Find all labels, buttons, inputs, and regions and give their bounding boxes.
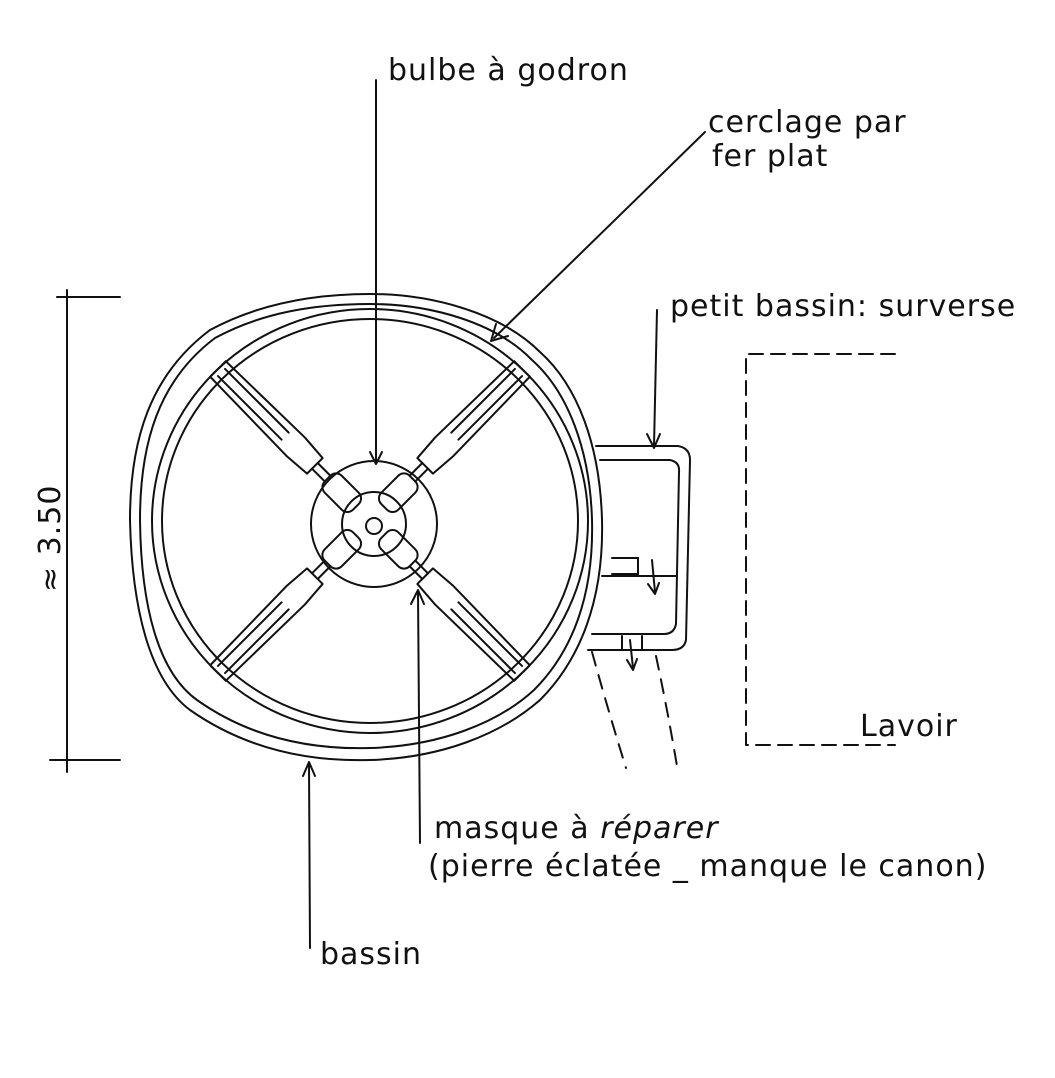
label-bulbe-a-godron: bulbe à godron [388,53,629,88]
central-bulb [310,460,438,588]
outflow-channel [591,651,679,773]
lavoir-outline [745,353,896,746]
label-cerclage-line2: fer plat [712,139,828,174]
label-dimension: ≈ 3.50 [33,485,68,592]
label-masque-note: (pierre éclatée _ manque le canon) [428,849,987,884]
label-masque: masque à réparer [434,811,719,846]
spokes [209,360,531,682]
dimension-line [49,289,121,773]
leader-lines [302,79,706,949]
label-bassin: bassin [320,937,422,972]
label-masque-prefix: masque à [434,811,600,846]
iron-band-ring [151,308,589,734]
overflow-basin [587,445,691,671]
label-masque-reparer: réparer [600,811,719,846]
basin-outline [129,293,604,762]
label-cerclage-line1: cerclage par [708,105,907,140]
label-petit-bassin-surverse: petit bassin: surverse [670,289,1016,324]
label-lavoir: Lavoir [860,709,958,744]
